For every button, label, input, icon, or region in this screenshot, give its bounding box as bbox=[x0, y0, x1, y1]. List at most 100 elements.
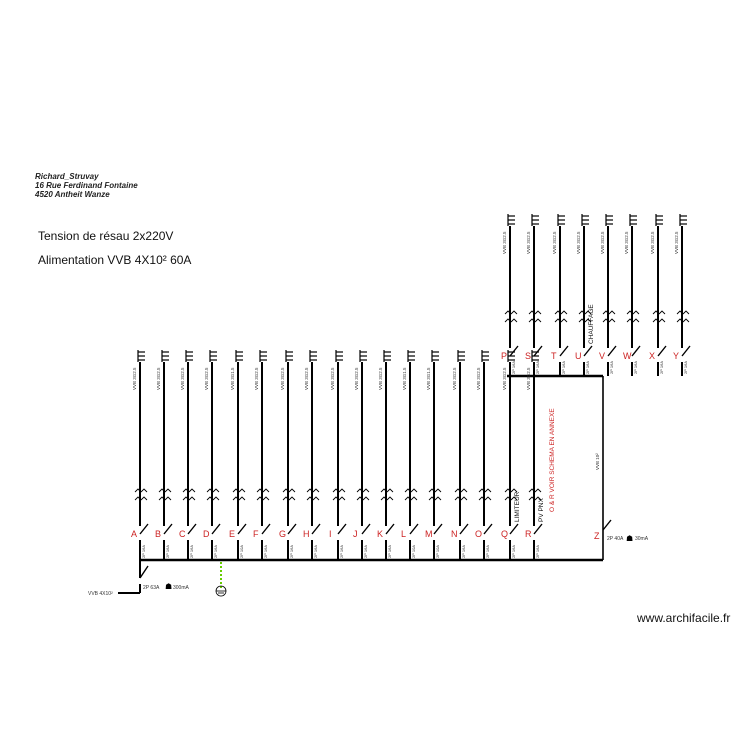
breaker-contact bbox=[311, 523, 321, 535]
socket-icon bbox=[626, 318, 640, 323]
breaker-contact bbox=[533, 523, 543, 535]
sub-breaker-rating: 2P 40A bbox=[607, 536, 624, 542]
breaker-contact bbox=[337, 523, 347, 535]
circuit-letter: U bbox=[575, 351, 582, 361]
circuit-cable-label: VVB 3G2.5 bbox=[476, 367, 481, 390]
owner-name: Richard_Struvay bbox=[35, 172, 99, 181]
breaker-contact bbox=[163, 523, 173, 535]
differential-icon: ☗ bbox=[165, 582, 172, 591]
circuit-letter: L bbox=[401, 529, 406, 539]
circuit-cable-label: VVB 3G2.5 bbox=[674, 231, 679, 254]
owner-street: 16 Rue Ferdinand Fontaine bbox=[35, 181, 138, 190]
main-differential-rating: 300mA bbox=[173, 585, 190, 591]
circuit-letter: B bbox=[155, 529, 161, 539]
circuit-cable-label: VVB 3G2.5 bbox=[280, 367, 285, 390]
socket-icon bbox=[134, 488, 148, 493]
breaker-contact bbox=[361, 523, 371, 535]
network-voltage: Tension de résau 2x220V bbox=[38, 229, 174, 243]
socket-icon bbox=[256, 488, 270, 493]
socket-icon bbox=[232, 496, 246, 501]
socket-icon bbox=[652, 318, 666, 323]
socket-icon bbox=[404, 488, 418, 493]
breaker-contact bbox=[409, 523, 419, 535]
circuit-breaker-rating: 2P 16A bbox=[535, 545, 540, 558]
circuit-breaker-rating: 2P 16A bbox=[363, 545, 368, 558]
breaker-contact bbox=[237, 523, 247, 535]
socket-icon bbox=[306, 496, 320, 501]
socket-icon bbox=[356, 496, 370, 501]
socket-icon bbox=[158, 496, 172, 501]
circuit-breaker-rating: 2P 16A bbox=[585, 361, 590, 374]
circuit-breaker-rating: 2P 16A bbox=[141, 545, 146, 558]
circuit-cable-label: VVB 3G1.5 bbox=[230, 367, 235, 390]
circuit-cable-label: VVB 3G2.5 bbox=[600, 231, 605, 254]
circuit-letter: O bbox=[475, 529, 482, 539]
socket-icon bbox=[504, 496, 518, 501]
socket-icon bbox=[504, 488, 518, 493]
socket-icon bbox=[652, 310, 666, 315]
circuit-breaker-rating: 2P 16A bbox=[511, 545, 516, 558]
socket-icon bbox=[232, 488, 246, 493]
circuit-letter: K bbox=[377, 529, 383, 539]
circuit-cable-label: VVB 3G2.5 bbox=[624, 231, 629, 254]
socket-icon bbox=[282, 488, 296, 493]
circuit-letter: P bbox=[501, 351, 507, 361]
breaker-contact bbox=[139, 523, 149, 535]
circuit-label: PV PNX bbox=[538, 497, 545, 522]
socket-icon bbox=[158, 488, 172, 493]
circuit-breaker-rating: 2P 16A bbox=[535, 361, 540, 374]
circuit-breaker-rating: 2P 16A bbox=[511, 361, 516, 374]
breaker-contact bbox=[211, 523, 221, 535]
breaker-contact bbox=[187, 523, 197, 535]
socket-icon bbox=[356, 488, 370, 493]
breaker-contact bbox=[287, 523, 297, 535]
circuit-cable-label: VVB 3G2.5 bbox=[304, 367, 309, 390]
circuit-letter: T bbox=[551, 351, 557, 361]
socket-icon bbox=[528, 496, 542, 501]
circuit-letter: I bbox=[329, 529, 332, 539]
circuit-label: LIMITEUR bbox=[514, 491, 521, 522]
breaker-contact bbox=[509, 345, 519, 357]
circuit-letter: H bbox=[303, 529, 310, 539]
circuit-cable-label: VVB 3G2.5 bbox=[526, 367, 531, 390]
socket-icon bbox=[380, 496, 394, 501]
breaker-contact bbox=[509, 523, 519, 535]
circuit-breaker-rating: 2P 16A bbox=[189, 545, 194, 558]
circuit-letter: S bbox=[525, 351, 531, 361]
circuit-letter: W bbox=[623, 351, 632, 361]
breaker-contact bbox=[583, 345, 593, 357]
circuit-breaker-rating: 2P 16A bbox=[659, 361, 664, 374]
sub-breaker-contact bbox=[602, 519, 612, 531]
owner-city: 4520 Antheit Wanze bbox=[35, 190, 110, 199]
circuit-cable-label: VVB 3G2.5 bbox=[552, 231, 557, 254]
sub-breaker-letter: Z bbox=[594, 531, 600, 541]
socket-icon bbox=[428, 488, 442, 493]
socket-icon bbox=[454, 496, 468, 501]
circuit-breaker-rating: 2P 16A bbox=[609, 361, 614, 374]
socket-icon bbox=[182, 496, 196, 501]
circuit-cable-label: VVB 3G2.5 bbox=[180, 367, 185, 390]
circuit-letter: Y bbox=[673, 351, 679, 361]
circuit-breaker-rating: 2P 16A bbox=[683, 361, 688, 374]
circuit-breaker-rating: 2P 16A bbox=[339, 545, 344, 558]
socket-icon bbox=[626, 310, 640, 315]
breaker-contact bbox=[657, 345, 667, 357]
circuit-breaker-rating: 2P 16A bbox=[633, 361, 638, 374]
socket-icon bbox=[282, 496, 296, 501]
circuit-letter: N bbox=[451, 529, 458, 539]
circuit-cable-label: VVB 3G2.5 bbox=[330, 367, 335, 390]
socket-icon bbox=[578, 318, 592, 323]
breaker-contact bbox=[261, 523, 271, 535]
breaker-contact bbox=[607, 345, 617, 357]
circuit-letter: X bbox=[649, 351, 655, 361]
circuit-label: CHAUFFAGE bbox=[588, 304, 595, 344]
breaker-contact bbox=[385, 523, 395, 535]
socket-icon bbox=[676, 310, 690, 315]
circuit-letter: R bbox=[525, 529, 532, 539]
circuit-cable-label: VVB 3G2.5 bbox=[204, 367, 209, 390]
breaker-contact bbox=[681, 345, 691, 357]
socket-icon bbox=[602, 310, 616, 315]
circuit-cable-label: VVB 3G2.5 bbox=[156, 367, 161, 390]
circuit-cable-label: VVB 3G2.5 bbox=[526, 231, 531, 254]
circuit-letter: M bbox=[425, 529, 433, 539]
